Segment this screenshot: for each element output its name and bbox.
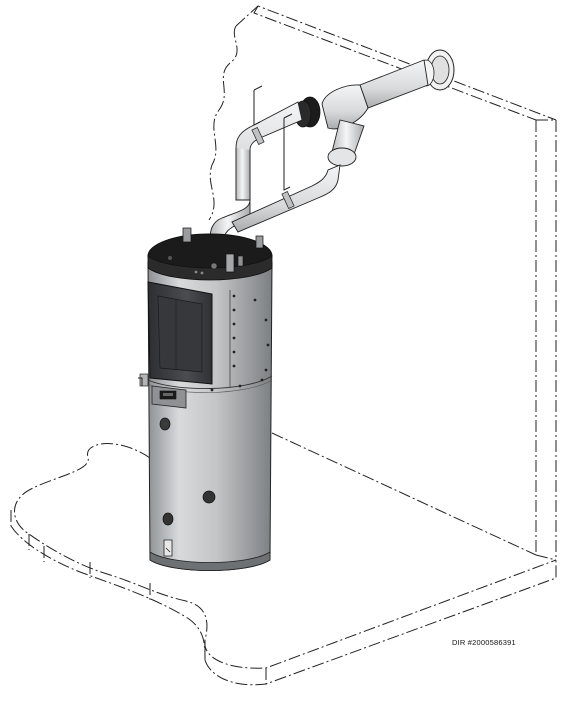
control-display (151, 385, 187, 409)
wall-outline (208, 5, 557, 561)
floor-outline (10, 432, 557, 686)
tank-ports (159, 417, 216, 557)
vent-piping (209, 49, 455, 267)
drawing-reference: DIR #2000586391 (452, 638, 516, 647)
relief-valve (138, 373, 149, 387)
wall-bracket (253, 85, 293, 191)
control-panel (147, 281, 213, 385)
